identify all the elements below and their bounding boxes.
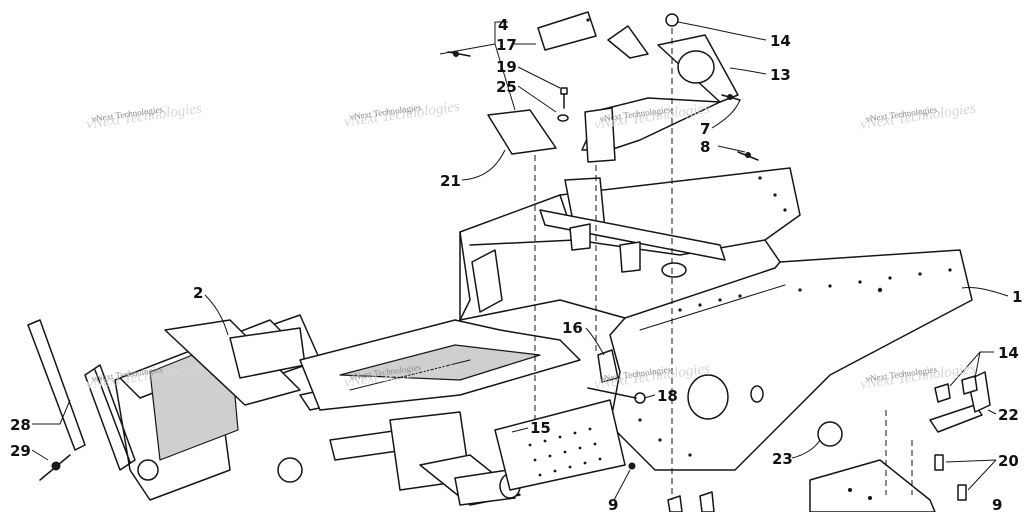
callout-21: 21 <box>440 172 461 190</box>
nut-14-right <box>934 375 978 403</box>
bolts-20 <box>934 454 967 501</box>
callout-15: 15 <box>530 419 551 437</box>
callout-28: 28 <box>10 416 31 434</box>
callout-25: 25 <box>496 78 517 96</box>
rear-bracket <box>809 459 936 512</box>
callout-numbers: 1 2 4 17 19 25 21 14 13 7 8 16 18 15 9 1… <box>10 16 1022 512</box>
callout-1: 1 <box>1012 288 1022 306</box>
callout-14-top: 14 <box>770 32 791 50</box>
upper-cross-member <box>539 177 726 273</box>
callout-2: 2 <box>193 284 203 302</box>
callout-23: 23 <box>772 450 793 468</box>
bumper-pad-23 <box>817 421 843 447</box>
bracket-16 <box>597 349 619 383</box>
nut-14-top <box>665 13 679 27</box>
callout-8: 8 <box>700 138 710 156</box>
callout-14-right: 14 <box>998 344 1019 362</box>
steering-support <box>581 34 739 163</box>
assembly-guide-lines <box>534 28 913 500</box>
rivet-8 <box>737 151 759 161</box>
callout-9-center: 9 <box>608 496 618 512</box>
callout-20: 20 <box>998 452 1019 470</box>
bolt-19 <box>560 87 568 109</box>
callout-19: 19 <box>496 58 517 76</box>
callout-22: 22 <box>998 406 1019 424</box>
footrest-perforations <box>528 427 602 477</box>
center-tunnel <box>299 319 581 506</box>
callout-29: 29 <box>10 442 31 460</box>
footrest-15 <box>494 399 626 491</box>
callout-17: 17 <box>496 36 517 54</box>
callout-7: 7 <box>700 120 710 138</box>
callout-16: 16 <box>562 319 583 337</box>
callout-4: 4 <box>498 16 508 34</box>
strap-28 <box>27 319 86 451</box>
callout-18: 18 <box>657 387 678 405</box>
plate-17 <box>537 11 597 51</box>
washer-25 <box>557 114 569 122</box>
rivet-7 <box>721 94 741 101</box>
pin-29 <box>39 454 71 481</box>
callout-9-right: 9 <box>992 496 1002 512</box>
leader-lines <box>31 21 1009 501</box>
bracket-under-17 <box>607 25 649 59</box>
plate-21 <box>487 109 557 155</box>
callout-13: 13 <box>770 66 791 84</box>
